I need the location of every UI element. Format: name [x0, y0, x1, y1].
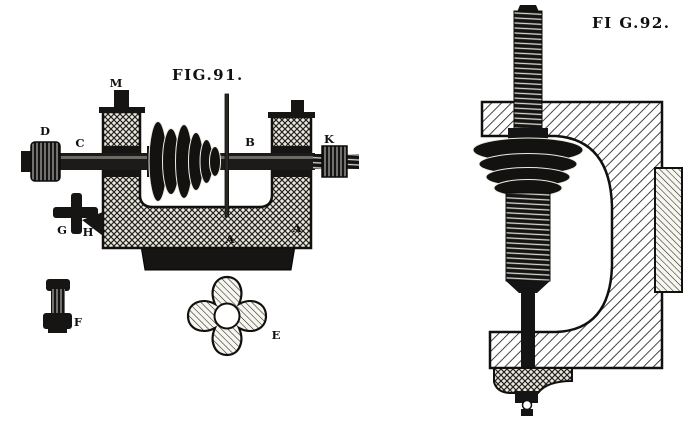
- fig91-label-f: F: [73, 315, 83, 329]
- fig91-label-e: E: [271, 328, 281, 342]
- fig91-drawing: [21, 90, 359, 357]
- fig92-drawing: [472, 5, 683, 416]
- fig91-part-f: [43, 279, 72, 333]
- fig91-nut-k: [321, 145, 348, 178]
- fig91-cone-cutter: [147, 121, 221, 202]
- fig92-clamp-body: [480, 100, 664, 370]
- fig91-label-g: G: [57, 223, 67, 237]
- fig91-label-c: C: [75, 136, 85, 150]
- fig91-label-a-frame: A: [292, 221, 302, 235]
- fig91-label-k: K: [324, 132, 334, 146]
- fig91-label-h: H: [82, 225, 94, 239]
- fig91-saw-blade: [224, 93, 229, 218]
- fig91-label-d: D: [40, 124, 50, 138]
- fig92-cone-cutter: [472, 137, 584, 197]
- fig91-post-m: [114, 90, 129, 110]
- fig91-label-b: B: [245, 135, 255, 149]
- fig92-caption: FI G.92.: [592, 14, 671, 32]
- fig91-label-m: M: [109, 76, 123, 90]
- fig91-right-horn-cap: [268, 112, 315, 118]
- fig91-caption: FIG.91.: [172, 66, 244, 84]
- fig91-nut-d: [21, 141, 61, 182]
- fig91-label-a-base: A: [225, 232, 235, 246]
- fig92-spindle-tip: [521, 329, 535, 372]
- fig92-threaded-shank: [505, 192, 551, 331]
- fig91-right-stub: [291, 100, 304, 113]
- fig92-bottom-bracket: [493, 367, 573, 416]
- fig92-side-plate: [654, 167, 683, 293]
- fig92-clamp-screw: [508, 5, 548, 142]
- fig91-base-block: [140, 245, 296, 271]
- fig91-crank-handle: [53, 193, 103, 236]
- fig91-star-cutter: [186, 275, 268, 357]
